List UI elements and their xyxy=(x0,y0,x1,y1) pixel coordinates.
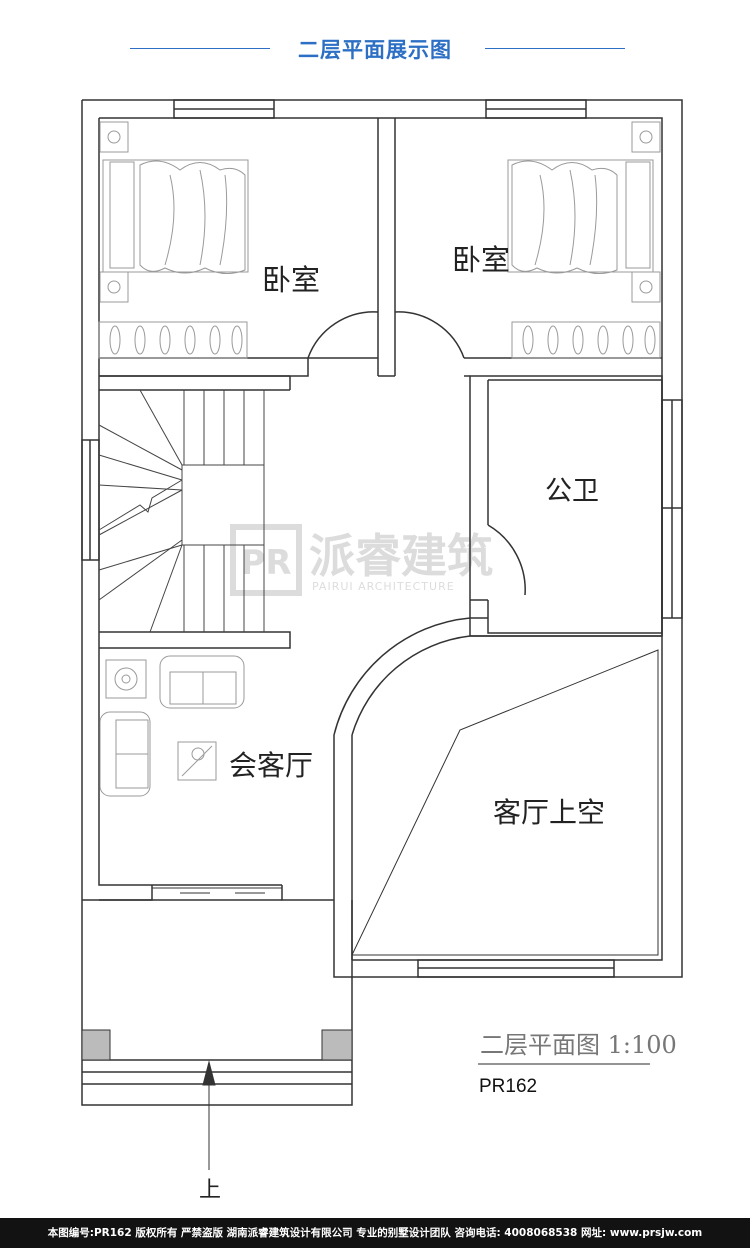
column-left xyxy=(81,1029,111,1061)
void-outline xyxy=(351,649,659,956)
room-label-reception: 会客厅 xyxy=(229,749,313,782)
watermark-logo xyxy=(230,524,302,596)
room-label-bedroom-right: 卧室 xyxy=(452,243,510,277)
balcony-door xyxy=(152,887,282,894)
scale-label: 二层平面图 1:100 xyxy=(480,1031,677,1059)
bed-left xyxy=(98,121,249,359)
header-rule-left xyxy=(130,48,270,49)
bed-right xyxy=(507,121,661,359)
up-arrow xyxy=(202,1060,216,1170)
footer: 本图编号:PR162 版权所有 严禁盗版 湖南派睿建筑设计有限公司 专业的别墅设… xyxy=(0,1218,750,1248)
reception-furniture xyxy=(99,655,245,797)
room-label-void: 客厅上空 xyxy=(493,796,605,829)
room-label-bedroom-left: 卧室 xyxy=(262,263,320,297)
walls xyxy=(81,99,683,1106)
up-label: 上 xyxy=(199,1178,221,1203)
watermark: PR 派睿建筑 PAIRUI ARCHITECTURE xyxy=(230,524,493,596)
header-rule-right xyxy=(485,48,625,49)
drawing-code: PR162 xyxy=(479,1076,538,1097)
watermark-brand-en: PAIRUI ARCHITECTURE xyxy=(312,580,455,593)
header: 二层平面展示图 xyxy=(0,28,750,68)
watermark-brand: 派睿建筑 xyxy=(309,529,493,583)
watermark-logo-text: PR xyxy=(240,543,291,583)
column-right xyxy=(321,1029,353,1061)
page-title: 二层平面展示图 xyxy=(298,38,452,62)
room-label-bathroom: 公卫 xyxy=(545,476,599,507)
staircase[interactable] xyxy=(98,389,265,633)
